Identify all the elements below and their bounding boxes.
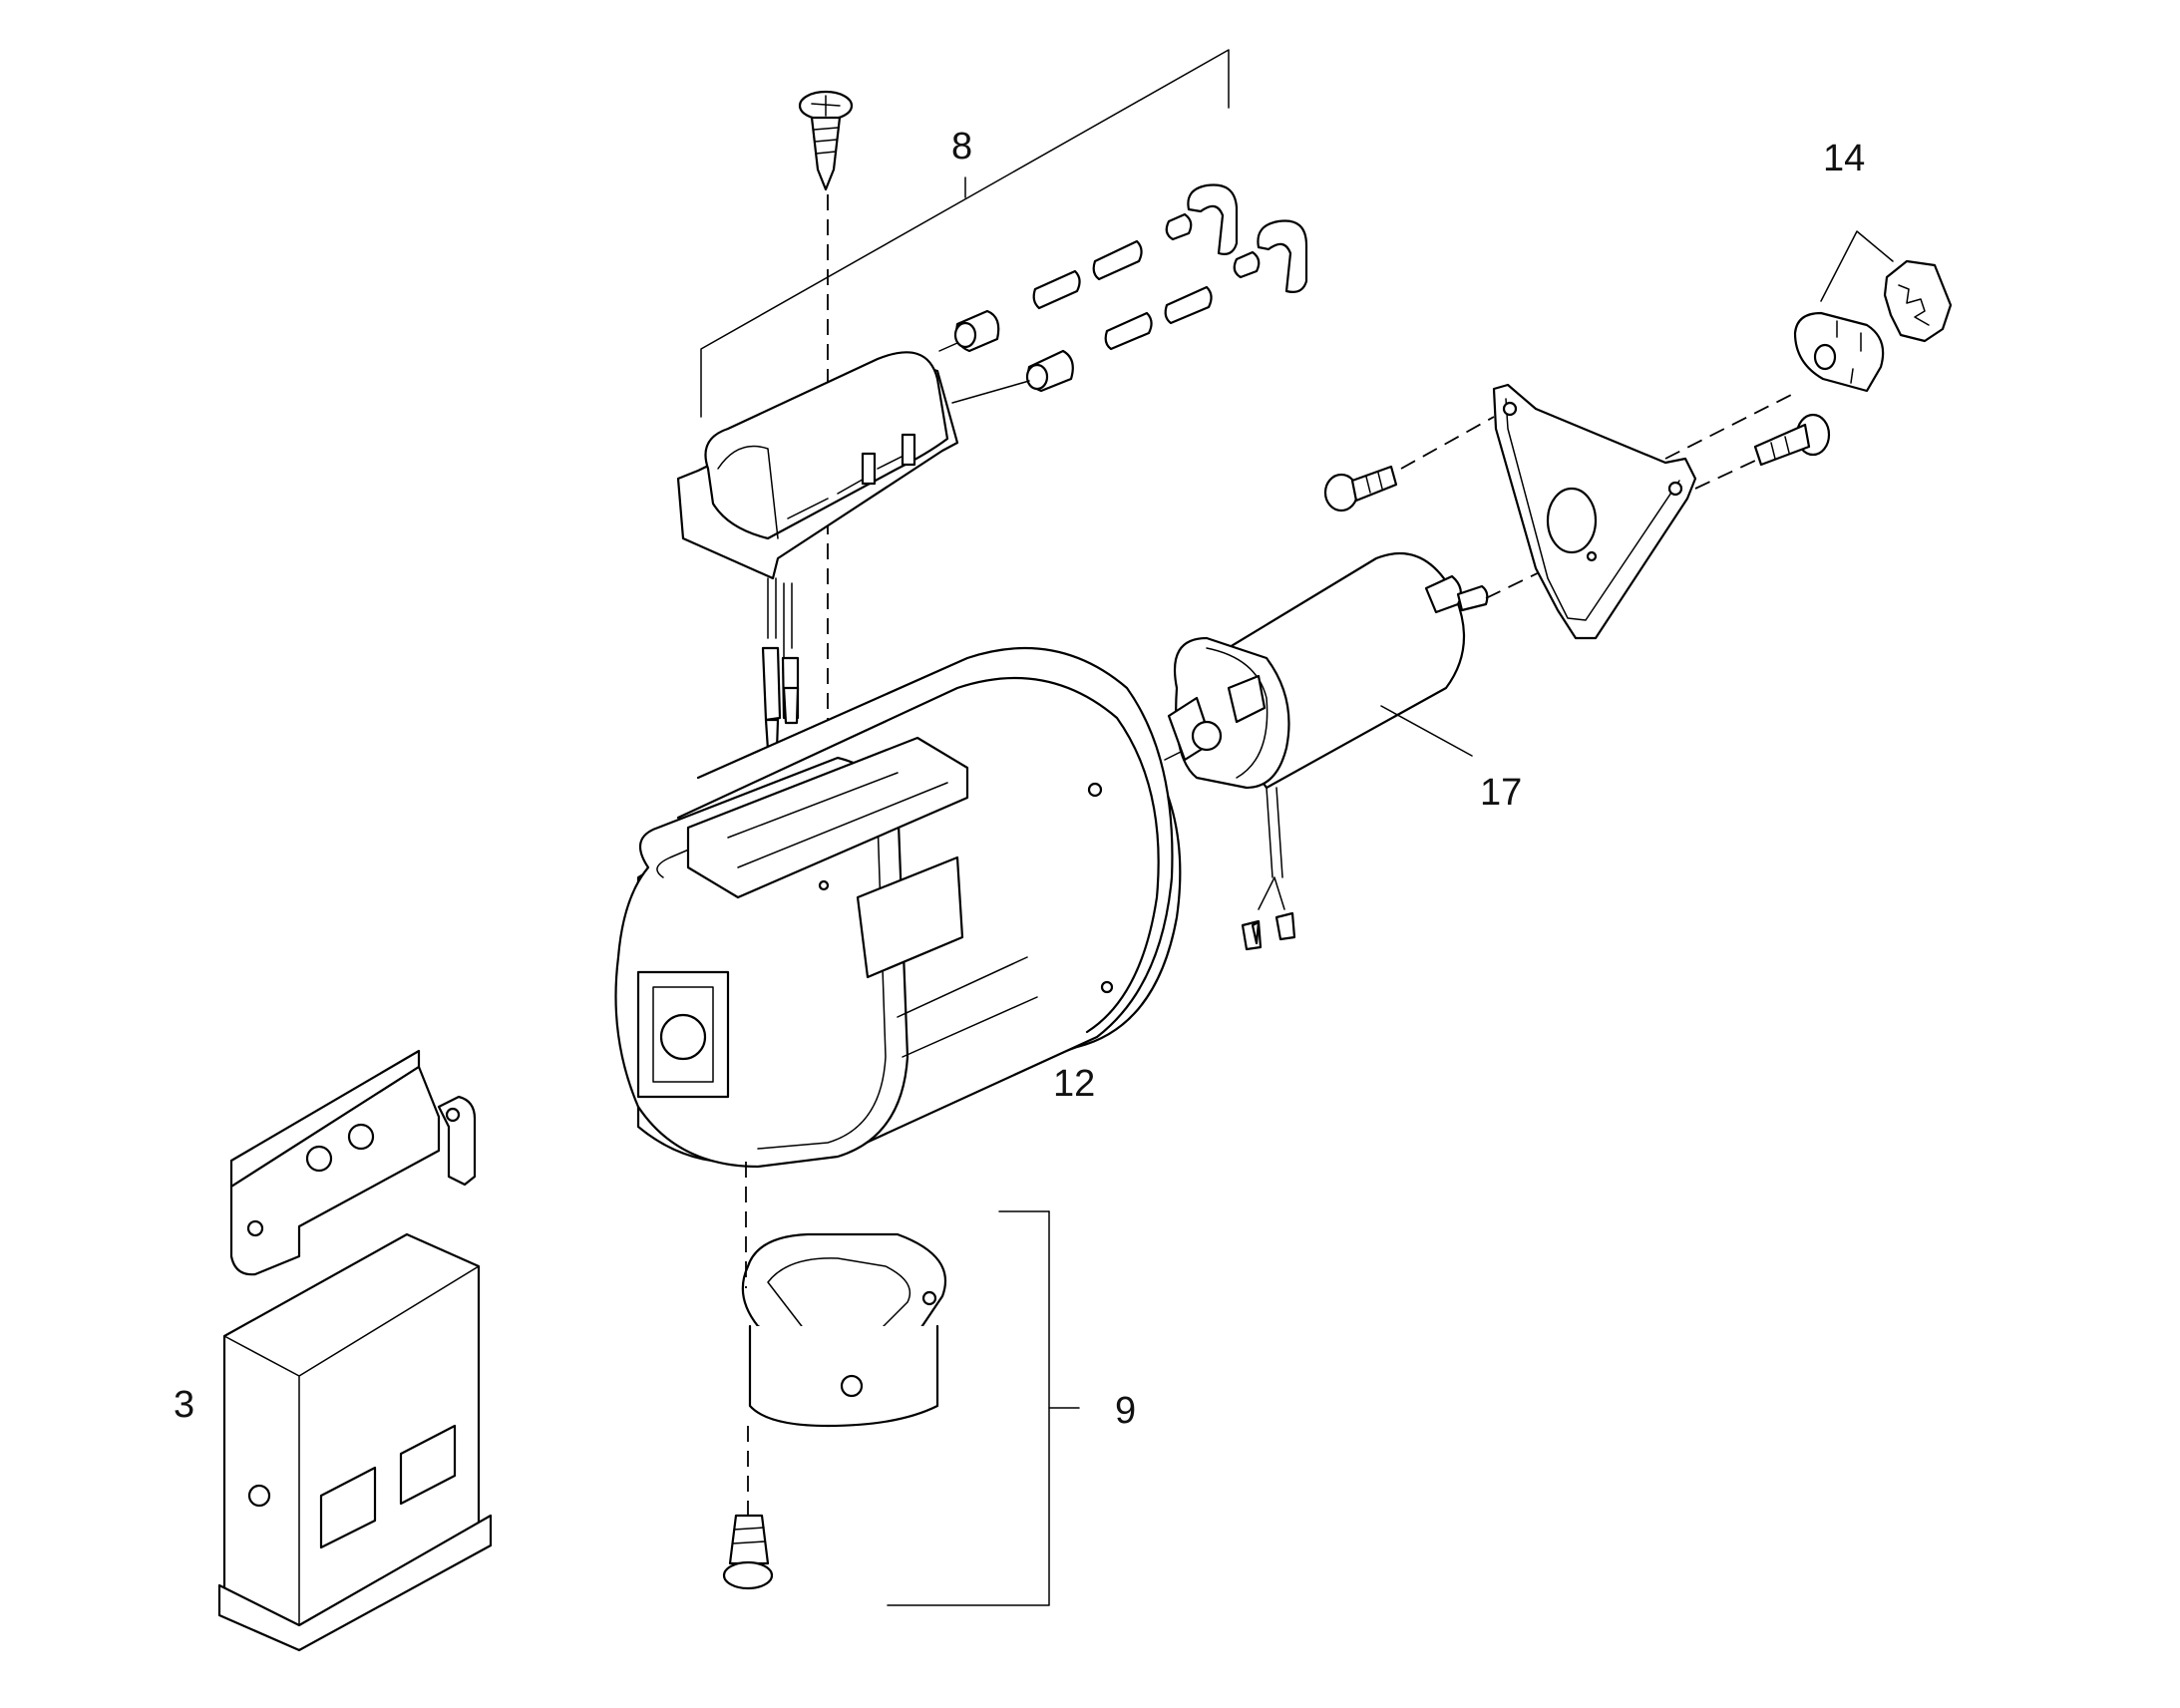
plate-screw-right bbox=[1753, 413, 1831, 467]
top-screw bbox=[798, 90, 854, 191]
callout-9: 9 bbox=[1115, 1390, 1137, 1432]
callout-8: 8 bbox=[951, 126, 973, 168]
motor bbox=[614, 646, 1182, 1169]
bottom-screw bbox=[722, 1514, 774, 1590]
plate-screw-left bbox=[1323, 465, 1398, 512]
coupling-parts bbox=[1793, 230, 1953, 393]
callout-12: 12 bbox=[1053, 1063, 1096, 1105]
ignition-transformer bbox=[676, 49, 1308, 887]
pump-motor bbox=[1167, 551, 1489, 951]
callout-3: 3 bbox=[174, 1384, 195, 1426]
mounting-flange bbox=[741, 1210, 1080, 1606]
callout-14: 14 bbox=[1823, 138, 1866, 179]
control-box bbox=[217, 1049, 493, 1652]
mounting-plate bbox=[1492, 383, 1697, 640]
callout-17: 17 bbox=[1480, 772, 1523, 814]
